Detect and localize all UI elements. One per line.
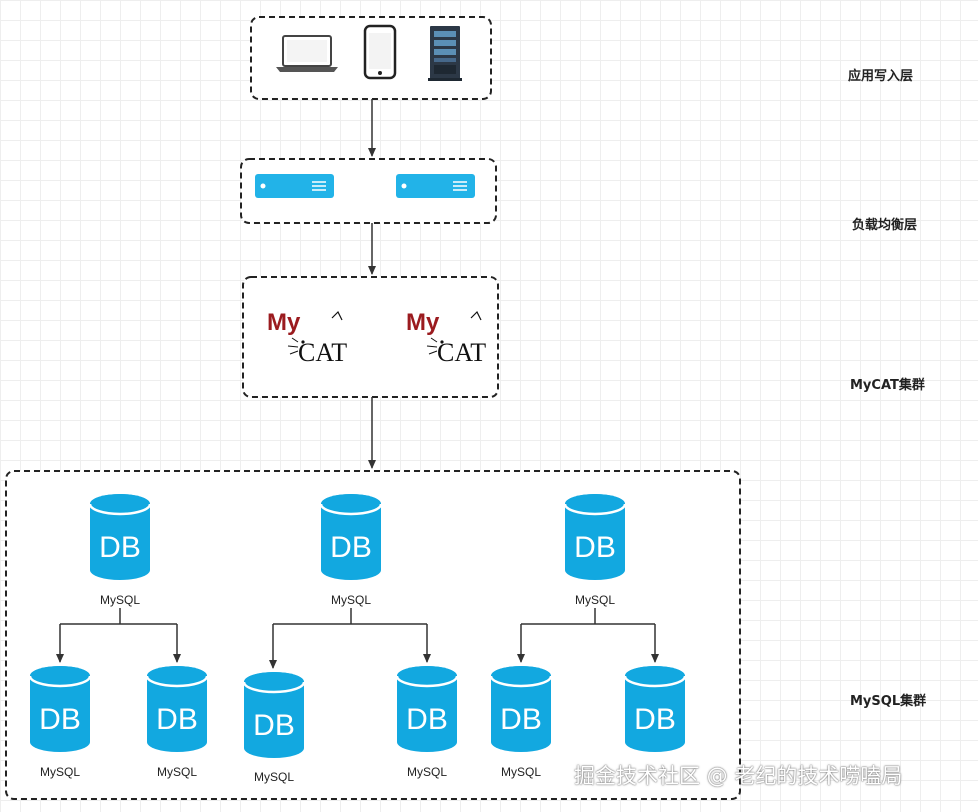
db-label: MySQL — [575, 593, 615, 607]
svg-text:DB: DB — [500, 703, 542, 736]
mycat-layer-box — [242, 276, 499, 398]
db-label: MySQL — [254, 770, 294, 784]
mycat-logo: My CAT — [406, 309, 486, 367]
database-icon: DB — [563, 492, 627, 582]
server-rack-icon — [428, 26, 462, 81]
database-icon: DB — [88, 492, 152, 582]
mycat-logo: My CAT — [267, 309, 347, 367]
replication-connectors — [56, 608, 659, 669]
db-label: MySQL — [157, 765, 197, 779]
svg-text:CAT: CAT — [437, 338, 486, 367]
database-icon: DB — [242, 670, 306, 760]
watermark-text: 掘金技术社区 @ 老纪的技术唠嗑局 — [574, 764, 903, 788]
layer-label-lb: 负载均衡层 — [852, 218, 918, 233]
laptop-icon — [276, 35, 338, 72]
svg-text:DB: DB — [634, 703, 676, 736]
db-label: MySQL — [331, 593, 371, 607]
svg-text:DB: DB — [253, 709, 295, 742]
svg-text:DB: DB — [39, 703, 81, 736]
svg-text:My: My — [406, 309, 440, 336]
layer-label-mysql: MySQL集群 — [850, 694, 927, 709]
database-icon: DB — [28, 664, 92, 754]
svg-text:DB: DB — [99, 531, 141, 564]
smartphone-icon — [363, 24, 397, 80]
svg-text:DB: DB — [330, 531, 372, 564]
svg-text:My: My — [267, 309, 301, 336]
db-label: MySQL — [407, 765, 447, 779]
database-icon: DB — [395, 664, 459, 754]
svg-text:CAT: CAT — [298, 338, 347, 367]
database-icon: DB — [489, 664, 553, 754]
layer-label-app: 应用写入层 — [848, 69, 914, 84]
svg-text:DB: DB — [406, 703, 448, 736]
server-icon — [396, 174, 475, 198]
database-icon: DB — [623, 664, 687, 754]
layer-label-mycat: MyCAT集群 — [850, 378, 925, 393]
svg-text:DB: DB — [156, 703, 198, 736]
db-label: MySQL — [100, 593, 140, 607]
svg-text:DB: DB — [574, 531, 616, 564]
database-icon: DB — [319, 492, 383, 582]
db-label: MySQL — [501, 765, 541, 779]
db-label: MySQL — [40, 765, 80, 779]
database-icon: DB — [145, 664, 209, 754]
server-icon — [255, 174, 334, 198]
